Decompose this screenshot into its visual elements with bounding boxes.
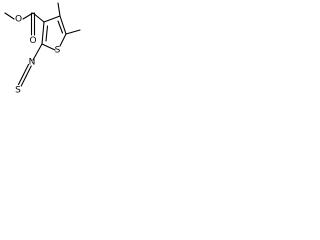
bond-carbonyl-ring — [32, 12, 45, 23]
bond-nitrogen-carbon-b — [22, 63, 30, 76]
atom-isothiocyanate-nitrogen: N — [29, 58, 36, 68]
bond-ring-c5-s1 — [59, 33, 67, 47]
bond-c5-methyl — [65, 29, 81, 35]
molecule-diagram: O O S N S — [4, 2, 81, 96]
bond-carbon-sulfur-a — [20, 75, 27, 87]
bond-ring-c3-c4 — [43, 15, 61, 23]
bond-layer — [4, 2, 81, 87]
bond-ring-c4-c5 — [59, 15, 67, 35]
atom-ester-oxygen: O — [15, 15, 22, 25]
bond-ring-c2-c3-inner — [45, 25, 49, 42]
bond-methyl-oxygen — [4, 12, 15, 20]
bond-c2-nitrogen — [32, 43, 43, 61]
bond-c4-methyl — [57, 2, 61, 17]
atom-carbonyl-oxygen: O — [29, 36, 36, 46]
atom-isothiocyanate-sulfur: S — [15, 86, 21, 96]
atom-ring-sulfur: S — [55, 46, 61, 56]
atom-label-layer: O O S N S — [15, 15, 61, 96]
bond-nitrogen-carbon-a — [25, 65, 32, 77]
bond-ring-c4-c5-inner — [57, 20, 64, 34]
bond-carbon-sulfur-b — [17, 73, 25, 86]
bond-ring-s1-c2 — [41, 43, 56, 51]
bond-ring-c2-c3 — [41, 21, 45, 45]
